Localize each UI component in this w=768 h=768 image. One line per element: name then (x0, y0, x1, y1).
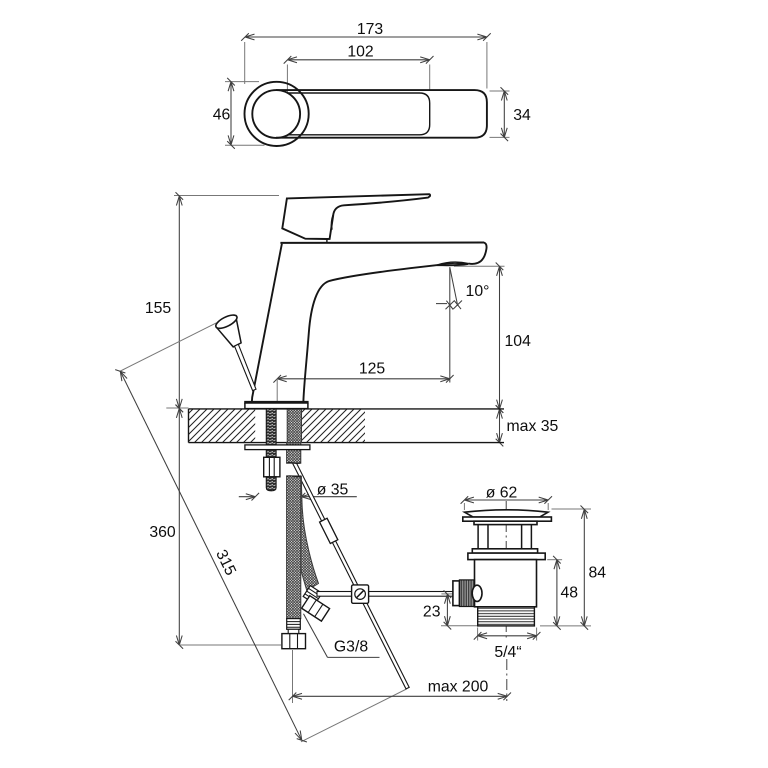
svg-text:315: 315 (212, 547, 239, 578)
svg-text:34: 34 (513, 107, 531, 124)
svg-text:125: 125 (359, 360, 386, 377)
svg-text:104: 104 (505, 333, 532, 350)
svg-text:23: 23 (423, 603, 441, 620)
svg-text:ø 35: ø 35 (317, 482, 349, 499)
svg-text:46: 46 (213, 107, 231, 124)
svg-text:G3/8: G3/8 (334, 638, 368, 655)
svg-text:84: 84 (589, 564, 607, 581)
svg-text:max 200: max 200 (428, 679, 489, 696)
svg-text:155: 155 (145, 300, 172, 317)
svg-text:173: 173 (357, 21, 384, 38)
svg-text:ø 62: ø 62 (486, 484, 518, 501)
svg-text:5/4“: 5/4“ (494, 644, 521, 661)
svg-text:10°: 10° (466, 283, 490, 300)
svg-text:102: 102 (347, 43, 373, 60)
svg-text:360: 360 (149, 524, 176, 541)
svg-text:48: 48 (561, 585, 579, 602)
svg-text:max 35: max 35 (507, 418, 559, 435)
